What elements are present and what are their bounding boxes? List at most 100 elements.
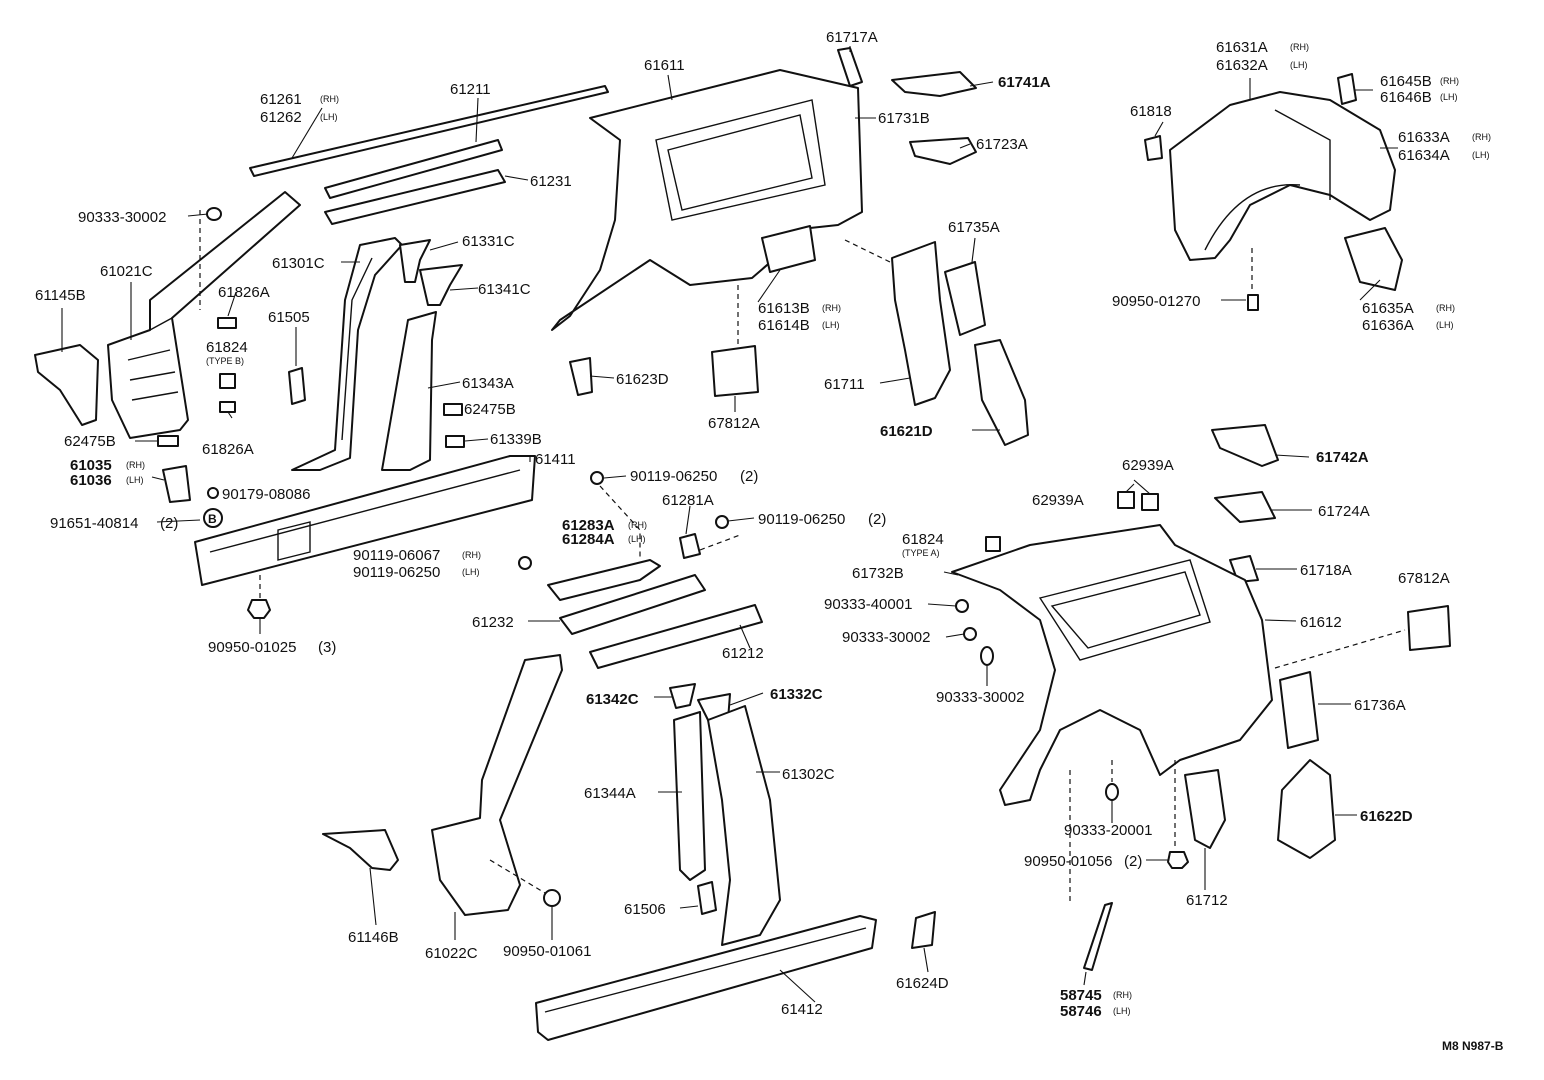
label-61232: 61232 bbox=[472, 614, 514, 631]
label-62475b-a: 62475B bbox=[464, 401, 516, 418]
quarter-outer-window-2 bbox=[1050, 571, 1201, 649]
rocker-outer-groove bbox=[544, 927, 867, 1013]
quarter-reinforcement-part bbox=[761, 225, 816, 273]
center-pillar-inner-part bbox=[381, 311, 437, 471]
label-61612: 61612 bbox=[1300, 614, 1342, 631]
label-61614b-side: (LH) bbox=[822, 320, 840, 330]
bolt-part-c bbox=[518, 556, 532, 570]
label-61146b: 61146B bbox=[348, 929, 399, 946]
label-61646b-side: (LH) bbox=[1440, 92, 1458, 102]
bracket-61717a-part bbox=[837, 47, 863, 87]
label-90333-30002-c: 90333-30002 bbox=[936, 689, 1024, 706]
pillar-patch-part-upper bbox=[217, 317, 237, 329]
label-61284a: 61284A bbox=[562, 531, 615, 548]
clip-part bbox=[1247, 294, 1259, 311]
label-61631a-side: (RH) bbox=[1290, 42, 1309, 52]
label-61302c: 61302C bbox=[782, 766, 835, 783]
label-61022c: 61022C bbox=[425, 945, 478, 962]
label-61344a: 61344A bbox=[584, 785, 636, 802]
label-61818: 61818 bbox=[1130, 103, 1172, 120]
center-pillar-outer-lower-part bbox=[707, 705, 781, 946]
patch-62939a-part-b bbox=[1141, 493, 1159, 511]
rocker-inner-detail bbox=[209, 469, 521, 561]
center-pillar-inner-lower-part bbox=[673, 711, 706, 881]
label-61613b-side: (RH) bbox=[822, 303, 841, 313]
label-61505: 61505 bbox=[268, 309, 310, 326]
label-61736a: 61736A bbox=[1354, 697, 1406, 714]
roof-side-inner-rail-part bbox=[324, 169, 506, 225]
hinge-bolt-part bbox=[207, 487, 219, 499]
label-91651-40814: 91651-40814 bbox=[50, 515, 138, 532]
small-bracket-part bbox=[288, 367, 306, 405]
bolt-part-a bbox=[590, 471, 604, 485]
label-90950-01025-qty: (3) bbox=[318, 639, 336, 656]
label-61261: 61261 bbox=[260, 91, 302, 108]
bracket-61723a-part bbox=[909, 137, 977, 165]
bracket-61281a-part bbox=[679, 533, 701, 559]
label-67812a-a: 67812A bbox=[708, 415, 760, 432]
rear-pillar-lower-bracket-part bbox=[322, 829, 399, 871]
quarter-inner-window bbox=[655, 99, 826, 221]
bracket-61736a-part bbox=[1279, 671, 1319, 749]
label-61211: 61211 bbox=[450, 81, 491, 98]
hole-plug-part-30002-b bbox=[963, 627, 977, 641]
bracket-guide bbox=[699, 534, 741, 551]
bracket-61735a-part bbox=[944, 261, 986, 336]
label-61343a: 61343A bbox=[462, 375, 514, 392]
label-61283a: 61283A bbox=[562, 517, 615, 534]
label-90950-01056-qty: (2) bbox=[1124, 853, 1142, 870]
label-61645b-side: (RH) bbox=[1440, 76, 1459, 86]
label-90333-40001: 90333-40001 bbox=[824, 596, 912, 613]
door-hinge-part bbox=[162, 465, 191, 503]
label-90119-06250-c-side: (LH) bbox=[462, 567, 480, 577]
label-58746-side: (LH) bbox=[1113, 1006, 1131, 1016]
small-bracket-61506-part bbox=[697, 881, 717, 915]
center-pillar-groove bbox=[341, 257, 373, 441]
label-61632a-side: (LH) bbox=[1290, 60, 1308, 70]
label-90119-06067: 90119-06067 bbox=[353, 547, 440, 564]
label-90119-06250-b: 90119-06250 bbox=[758, 511, 845, 528]
label-61411: 61411 bbox=[535, 451, 576, 468]
quarter-panel-outer-part bbox=[951, 524, 1273, 806]
diagram-reference-code: M8 N987-B bbox=[1442, 1039, 1504, 1053]
label-91651-40814-qty: (2) bbox=[160, 515, 178, 532]
bolt-guide-a bbox=[599, 485, 641, 560]
label-90179-08086: 90179-08086 bbox=[222, 486, 310, 503]
label-61632a: 61632A bbox=[1216, 57, 1268, 74]
label-61412: 61412 bbox=[781, 1001, 823, 1018]
bracket-61742a-part bbox=[1211, 424, 1279, 467]
label-61281a: 61281A bbox=[662, 492, 714, 509]
label-62939a-a: 62939A bbox=[1122, 457, 1174, 474]
rocker-bracket-part bbox=[547, 559, 661, 601]
label-90119-06250-a: 90119-06250 bbox=[630, 468, 717, 485]
label-61284a-side: (LH) bbox=[628, 534, 646, 544]
grommet-part bbox=[543, 889, 561, 907]
roof-side-outer-rail-part bbox=[324, 139, 503, 199]
label-61283a-side: (RH) bbox=[628, 520, 647, 530]
front-pillar-lower-bracket-part bbox=[34, 344, 99, 426]
label-90950-01061: 90950-01061 bbox=[503, 943, 591, 960]
small-bracket-61623d-part bbox=[569, 357, 593, 396]
label-61824-b-type: (TYPE B) bbox=[206, 356, 244, 366]
bracket-61635a-part bbox=[1344, 227, 1403, 291]
label-61611: 61611 bbox=[644, 57, 685, 74]
callout-b-letter: B bbox=[208, 512, 217, 526]
front-pillar-inner-edge bbox=[127, 317, 179, 401]
quarter-wheel-housing-inner-part bbox=[891, 241, 951, 406]
label-61646b: 61646B bbox=[1380, 89, 1432, 106]
label-61212: 61212 bbox=[722, 645, 764, 662]
label-61633a: 61633A bbox=[1398, 129, 1450, 146]
small-bracket-61624d-part bbox=[911, 911, 936, 949]
roof-side-rail-part bbox=[249, 85, 609, 177]
label-61742a: 61742A bbox=[1316, 449, 1369, 466]
pillar-patch-part-62475b bbox=[157, 435, 179, 447]
label-61712: 61712 bbox=[1186, 892, 1228, 909]
quarter-inner-window-2 bbox=[667, 114, 813, 211]
rocker-inner-rail-part bbox=[559, 574, 706, 635]
grommet-guide bbox=[489, 859, 546, 894]
quarter-lower-extension-part bbox=[1184, 769, 1226, 849]
label-61035: 61035 bbox=[70, 457, 112, 474]
label-61262: 61262 bbox=[260, 109, 302, 126]
pillar-reinforcement-mid-part bbox=[419, 264, 463, 306]
